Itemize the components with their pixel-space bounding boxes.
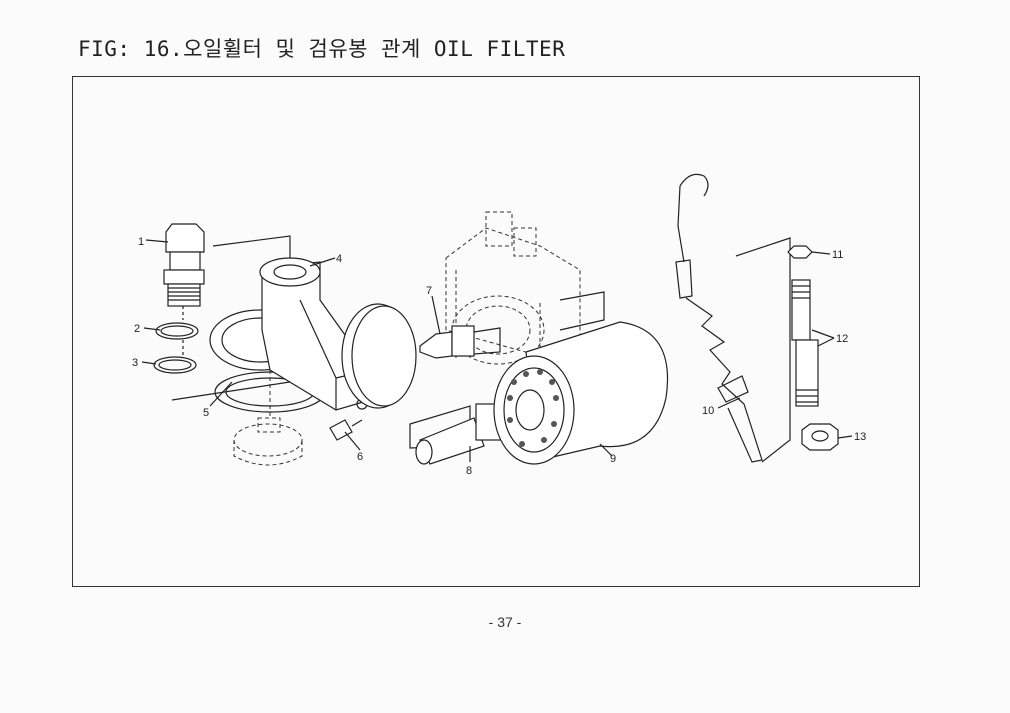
- filter-disc: [341, 303, 417, 409]
- part-4-filter-head: [209, 257, 371, 411]
- part-13-nut: [801, 423, 839, 451]
- page-number: - 37 -: [488, 614, 522, 630]
- callout-7: 7: [426, 285, 432, 297]
- callout-12: 12: [836, 333, 848, 345]
- figure-title: FIG: 16.오일휠터 및 검유봉 관계 OIL FILTER: [78, 37, 566, 61]
- part-7-nipple: [419, 325, 501, 359]
- callout-4: 4: [336, 253, 342, 265]
- callout-2: 2: [134, 323, 140, 335]
- part-12-studs: [791, 279, 819, 407]
- callout-13: 13: [854, 431, 866, 443]
- part-2-washer: [155, 322, 199, 340]
- part-3-washer: [153, 356, 197, 374]
- callout-9: 9: [610, 453, 616, 465]
- part-10-dipstick: [675, 173, 763, 463]
- diagram-frame: [72, 76, 920, 587]
- callout-6: 6: [357, 451, 363, 463]
- part-9-oil-filter: [493, 321, 669, 465]
- callout-8: 8: [466, 465, 472, 477]
- callout-5: 5: [203, 407, 209, 419]
- callout-10: 10: [702, 405, 714, 417]
- dashed-fitting: [233, 370, 303, 466]
- callout-1: 1: [138, 236, 144, 248]
- callout-3: 3: [132, 357, 138, 369]
- part-11-nut: [787, 245, 813, 259]
- engine-block-dashed: [445, 211, 581, 365]
- part-6-screw: [329, 419, 363, 441]
- leader-lines: [141, 239, 853, 462]
- part-1-banjo-bolt: [163, 223, 205, 307]
- callout-11: 11: [832, 249, 843, 261]
